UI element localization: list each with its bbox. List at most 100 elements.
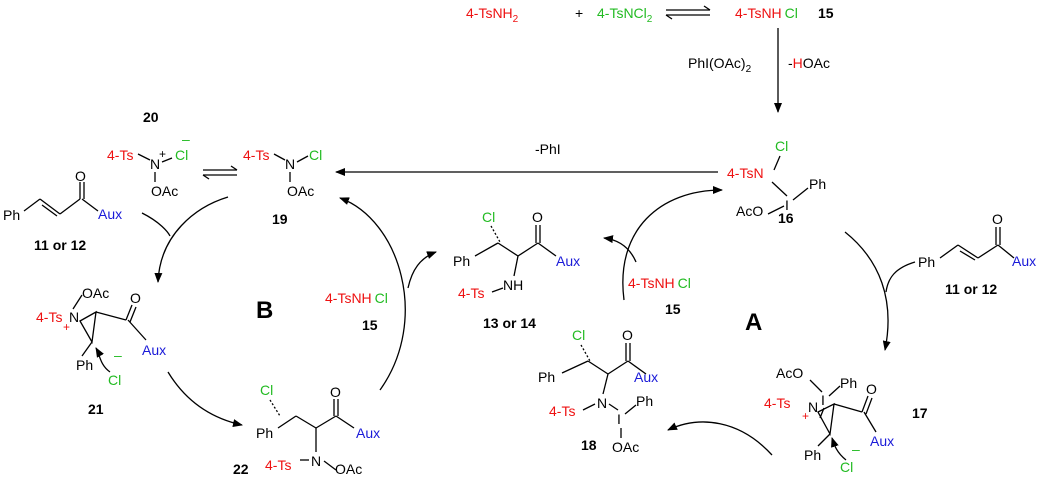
cycle-b-label: B: [256, 297, 273, 324]
c13-o: O: [532, 209, 543, 225]
tsnh2-text: 4-TsNH2: [466, 5, 519, 25]
compound-11-12-right-label: 11 or 12: [945, 281, 997, 297]
c16-cl: Cl: [775, 138, 788, 154]
minus-hoac-text: -HOAc: [788, 55, 830, 71]
compound-15-label-top: 15: [818, 5, 834, 21]
compound-15-label-mid: 15: [362, 317, 378, 333]
c21-cl: Cl: [108, 372, 121, 388]
c18-iodine: I: [617, 411, 621, 427]
arrow-17-to-18: [667, 421, 773, 456]
compound-18-label: 18: [581, 437, 597, 453]
minus-phi-text: -PhI: [535, 141, 561, 157]
c17-ph-top: Ph: [840, 375, 857, 391]
compound-19: 4-Ts N Cl OAc 19: [243, 147, 322, 227]
c22-ph: Ph: [256, 425, 273, 441]
arrow-22-to-19: [339, 197, 406, 391]
c20-ts: 4-Ts: [107, 147, 133, 163]
tsncl2-text: 4-TsNCl2: [597, 5, 653, 25]
c21-oac: OAc: [82, 285, 109, 301]
c16-aco: AcO: [736, 203, 763, 219]
c13-aux: Aux: [556, 253, 580, 269]
enone-join-curve: [141, 212, 171, 237]
compound-18: Cl Ph O Aux N 4-Ts I Ph OAc 18: [538, 327, 658, 455]
c17-aco: AcO: [776, 365, 803, 381]
c18-aux: Aux: [634, 369, 658, 385]
c21-attack-arrow: [95, 347, 111, 373]
c17-attack-arrow: [831, 437, 847, 461]
c20-oac: OAc: [151, 183, 178, 199]
c21-ph: Ph: [76, 357, 93, 373]
c13-cl: Cl: [482, 209, 495, 225]
compound-20: 20 4-Ts N + Cl – OAc: [107, 109, 190, 199]
c16-iodine: I: [785, 197, 789, 213]
arrow-to-13-14-left: [407, 251, 437, 289]
c18-cl: Cl: [572, 327, 585, 343]
arrow-16-to-17: [844, 231, 891, 351]
compound-16-label: 16: [778, 210, 794, 226]
enone-left-aux: Aux: [98, 206, 122, 222]
c17-iodine: I: [821, 392, 825, 408]
c17-minus: –: [852, 441, 860, 457]
arrow-19-to-21: [154, 196, 229, 283]
c19-ts: 4-Ts: [243, 147, 269, 163]
c20-minus: –: [182, 131, 190, 147]
c22-o: O: [330, 384, 341, 400]
c22-oac: OAc: [335, 461, 362, 477]
c18-ts: 4-Ts: [549, 403, 575, 419]
c19-oac: OAc: [287, 183, 314, 199]
cycle-a-label: A: [745, 309, 762, 336]
arrow-21-to-22: [167, 371, 243, 427]
c19-cl: Cl: [309, 147, 322, 163]
compound-11-12-left-label: 11 or 12: [34, 237, 86, 253]
c21-minus: –: [114, 347, 122, 363]
enone-right-aux: Aux: [1012, 253, 1036, 269]
enone-right-o: O: [992, 211, 1003, 227]
phioac2-text: PhI(OAc)2: [688, 55, 752, 75]
compound-21-label: 21: [88, 401, 104, 417]
compound-16: Cl 4-TsN I Ph AcO 16: [727, 138, 826, 226]
c17-cl: Cl: [840, 459, 853, 475]
c18-ph: Ph: [538, 369, 555, 385]
equilibrium-arrows: [665, 5, 711, 20]
c13-ph: Ph: [453, 253, 470, 269]
enone-right-ph: Ph: [918, 254, 935, 270]
c20-cl: Cl: [175, 147, 188, 163]
enone-left: Ph O Aux 11 or 12: [3, 168, 122, 253]
c18-oac: OAc: [612, 439, 639, 455]
c17-o: O: [866, 381, 877, 397]
compound-13-14-label: 13 or 14: [483, 315, 536, 331]
c17-ph: Ph: [804, 447, 821, 463]
compound-19-label: 19: [272, 211, 288, 227]
compound-15-label-right: 15: [665, 301, 681, 317]
enone-left-o: O: [75, 168, 86, 184]
c19-n: N: [285, 156, 295, 172]
arrow-18-to-16: [622, 186, 723, 301]
c16-ph: Ph: [809, 176, 826, 192]
compound-22: Cl Ph O Aux N 4-Ts OAc 22: [233, 382, 380, 477]
c21-aux: Aux: [142, 342, 166, 358]
c17-plus: +: [802, 409, 809, 423]
compound-17-label: 17: [912, 405, 928, 421]
c13-ts: 4-Ts: [458, 285, 484, 301]
compound-20-label: 20: [143, 109, 159, 125]
compound-13-14: Cl Ph O Aux NH 4-Ts 13 or 14: [453, 209, 580, 331]
equilibrium-20-19: [202, 165, 238, 180]
c16-tsn: 4-TsN: [727, 165, 764, 181]
enone-right: Ph O Aux 11 or 12: [918, 211, 1036, 297]
c21-o: O: [130, 290, 141, 306]
compound-22-label: 22: [233, 461, 249, 477]
plus-sign: +: [575, 5, 583, 21]
c20-plus: +: [159, 147, 166, 161]
c20-n: N: [150, 156, 160, 172]
compound-21: OAc 4-Ts N + O Aux Ph Cl – 21: [36, 285, 166, 417]
c21-ts: 4-Ts: [36, 309, 62, 325]
arrow-to-13-14-right: [603, 235, 637, 263]
c17-n: N: [808, 399, 818, 415]
enone-left-ph: Ph: [3, 207, 20, 223]
c18-ph2: Ph: [636, 393, 653, 409]
